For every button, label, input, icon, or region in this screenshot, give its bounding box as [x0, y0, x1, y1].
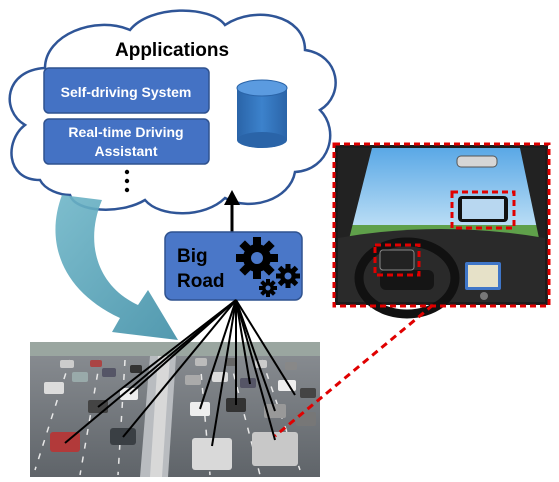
- upload-arrow: [224, 190, 240, 232]
- real-time-driving-label-line1: Real-time Driving: [68, 124, 183, 140]
- data-connection-lines: [64, 299, 296, 447]
- self-driving-system-box: [43, 67, 210, 114]
- teal-flow-arrow: [55, 195, 178, 340]
- self-driving-system-label: Self-driving System: [61, 84, 192, 100]
- applications-title: Applications: [115, 40, 229, 61]
- more-apps-ellipsis: [124, 169, 130, 193]
- big-road-label-line1: Big: [177, 246, 208, 267]
- database-icon: [236, 79, 288, 148]
- traffic-cars: [44, 358, 316, 470]
- highlight-boxes: [332, 142, 551, 308]
- highway-photo: [30, 342, 320, 477]
- real-time-driving-assistant-box: [43, 118, 210, 165]
- dashboard-photo: [335, 145, 548, 319]
- big-road-label-line2: Road: [177, 271, 225, 292]
- real-time-driving-label-line2: Assistant: [94, 143, 157, 159]
- highlight-connector: [274, 303, 434, 438]
